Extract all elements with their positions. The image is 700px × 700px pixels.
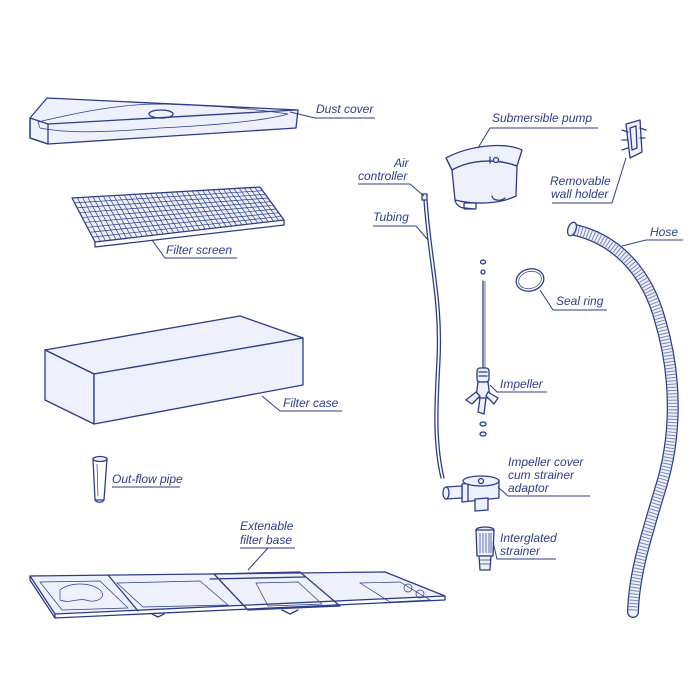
removable-wall-holder-part bbox=[621, 119, 647, 159]
interglated-strainer-label-line2: strainer bbox=[500, 544, 541, 558]
filter-screen-label: Filter screen bbox=[166, 243, 232, 257]
labels: Dust cover Submersible pump Air controll… bbox=[112, 102, 678, 558]
impeller-cover-label-line1: Impeller cover bbox=[508, 455, 584, 469]
impeller-label: Impeller bbox=[500, 377, 544, 391]
out-flow-pipe-label: Out-flow pipe bbox=[112, 472, 183, 486]
filter-screen-part bbox=[71, 186, 285, 248]
removable-wall-holder-label-line2: wall holder bbox=[551, 187, 609, 201]
leader-lines bbox=[112, 111, 683, 571]
dust-cover-part bbox=[29, 97, 299, 145]
dust-cover-label: Dust cover bbox=[316, 102, 374, 116]
submersible-pump-label: Submersible pump bbox=[492, 111, 592, 125]
air-controller-part bbox=[421, 193, 445, 479]
removable-wall-holder-label-line1: Removable bbox=[550, 174, 611, 188]
extenable-filter-base-label-line2: filter base bbox=[240, 533, 292, 547]
air-controller-label-line2: controller bbox=[358, 169, 408, 183]
interglated-strainer-label-line1: Interglated bbox=[500, 531, 557, 545]
extenable-filter-base-part bbox=[29, 571, 446, 619]
seal-ring-part bbox=[515, 268, 545, 292]
impeller-cover-part bbox=[442, 475, 500, 512]
seal-ring-label: Seal ring bbox=[556, 294, 604, 308]
hose-label: Hose bbox=[650, 225, 678, 239]
filter-case-label: Filter case bbox=[283, 396, 339, 410]
impeller-cover-label-line2: cum strainer bbox=[508, 468, 575, 482]
tubing-label: Tubing bbox=[373, 210, 409, 224]
out-flow-pipe-part bbox=[92, 455, 108, 503]
impeller-part bbox=[465, 259, 499, 437]
submersible-pump-part bbox=[445, 144, 523, 210]
impeller-cover-label-line3: adaptor bbox=[508, 481, 550, 495]
hose-part bbox=[566, 221, 679, 618]
interglated-strainer-part bbox=[475, 526, 495, 571]
air-controller-label-line1: Air bbox=[393, 156, 410, 170]
extenable-filter-base-label-line1: Extenable bbox=[240, 519, 294, 533]
filter-case-part bbox=[44, 315, 304, 425]
